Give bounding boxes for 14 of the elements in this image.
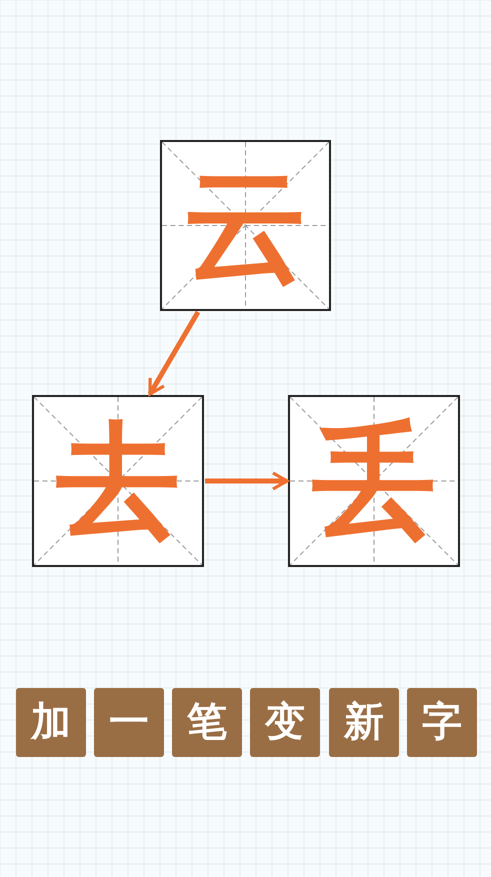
character: 丢 <box>312 419 436 543</box>
arrow <box>205 471 289 491</box>
title-tile: 变 <box>250 688 320 757</box>
title-tile: 笔 <box>172 688 242 757</box>
character: 云 <box>184 164 308 288</box>
title-tile: 一 <box>94 688 164 757</box>
character-box <box>288 395 460 567</box>
title-tile: 字 <box>407 688 477 757</box>
character-box <box>32 395 204 567</box>
character: 去 <box>56 419 180 543</box>
title-tile: 新 <box>329 688 399 757</box>
title-tile: 加 <box>16 688 86 757</box>
character-box <box>160 140 331 311</box>
arrow <box>148 310 200 396</box>
